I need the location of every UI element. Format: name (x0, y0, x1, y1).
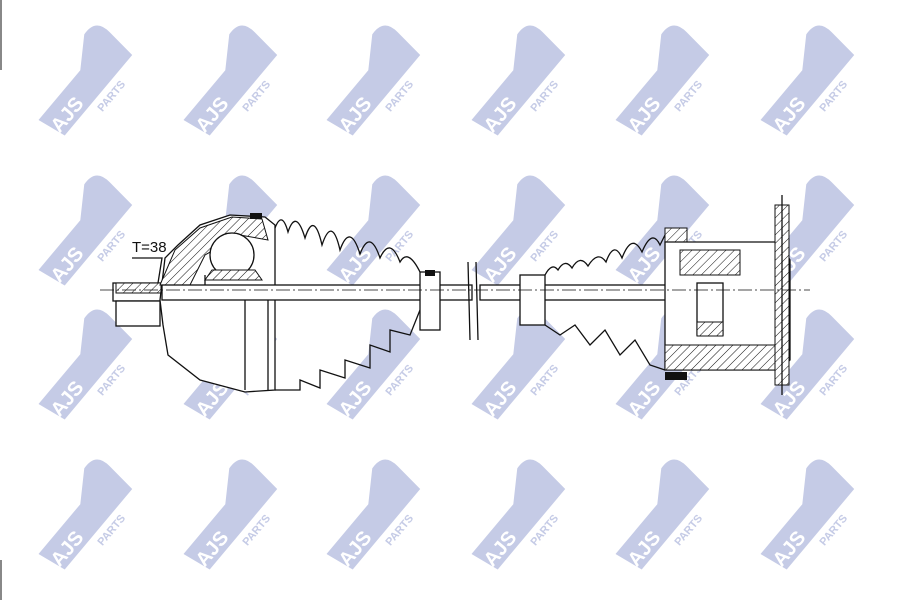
annotation-label: T=38 (132, 239, 167, 256)
clamp (250, 213, 262, 219)
inner-boot (544, 234, 666, 276)
outer-cv-joint (159, 213, 276, 393)
inner-tripod-joint (664, 227, 791, 380)
annotation-leader (132, 257, 163, 284)
outer-stub-shaft (112, 282, 164, 327)
outer-boot (274, 219, 421, 273)
flange (774, 195, 790, 395)
shaft (161, 261, 671, 341)
